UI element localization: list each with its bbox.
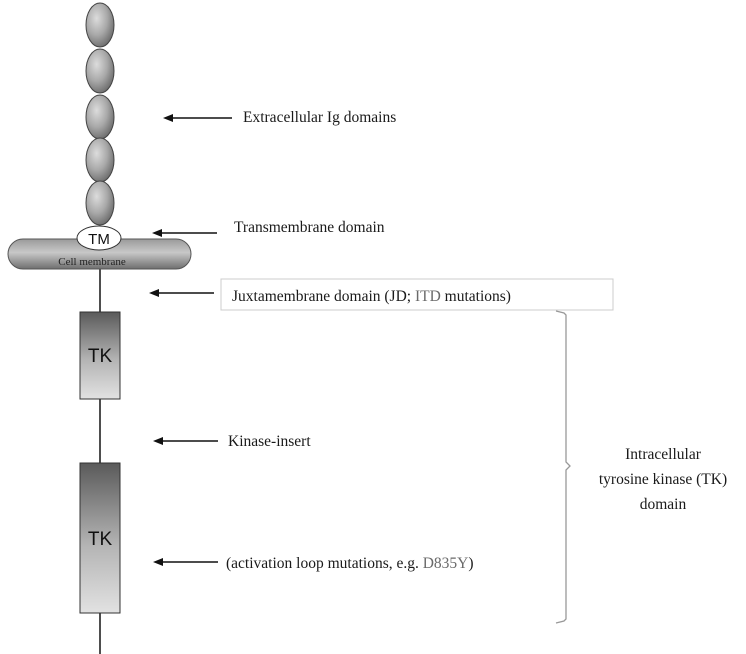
label-itd: ITD bbox=[415, 288, 441, 305]
ig-domain-5 bbox=[85, 180, 115, 226]
tk-domain-1-label: TK bbox=[88, 346, 113, 367]
ig-domain-3 bbox=[85, 94, 115, 140]
label-kinase-insert: Kinase-insert bbox=[228, 433, 311, 450]
label-intracellular-line1: Intracellular bbox=[625, 446, 702, 463]
label-activation-suffix: ) bbox=[468, 555, 473, 572]
tk-domain-2 bbox=[79, 462, 121, 614]
tk-domain-2-label: TK bbox=[88, 529, 113, 550]
ig-domain-2 bbox=[85, 48, 115, 94]
label-activation-loop: (activation loop mutations, e.g. D835Y) bbox=[226, 555, 474, 572]
tk-domain-1 bbox=[79, 311, 121, 400]
tm-label: TM bbox=[88, 231, 110, 248]
label-intracellular-line2: tyrosine kinase (TK) bbox=[599, 471, 727, 488]
arrow-kinase-insert bbox=[153, 437, 218, 445]
label-juxtamembrane: Juxtamembrane domain (JD; ITD mutations) bbox=[232, 288, 511, 305]
arrow-ig bbox=[163, 114, 232, 122]
label-activation-prefix: (activation loop mutations, e.g. bbox=[226, 555, 423, 572]
label-intracellular-line3: domain bbox=[640, 496, 687, 513]
cell-membrane-label: Cell membrane bbox=[58, 256, 126, 268]
label-juxtamembrane-suffix: mutations) bbox=[441, 288, 511, 305]
ig-domain-1 bbox=[85, 2, 115, 48]
ig-domain-4 bbox=[85, 137, 115, 183]
label-transmembrane: Transmembrane domain bbox=[234, 219, 385, 236]
tk-bracket bbox=[555, 310, 571, 624]
ig-domain-chain bbox=[85, 2, 115, 226]
juxtamembrane-box bbox=[220, 278, 614, 311]
arrow-activation-loop bbox=[153, 558, 218, 566]
label-d835y: D835Y bbox=[423, 555, 469, 572]
tm-domain bbox=[76, 225, 122, 251]
arrow-transmembrane bbox=[152, 229, 217, 237]
label-ig-domains: Extracellular Ig domains bbox=[243, 109, 396, 126]
arrow-juxtamembrane bbox=[149, 289, 214, 297]
label-juxtamembrane-prefix: Juxtamembrane domain (JD; bbox=[232, 288, 415, 305]
